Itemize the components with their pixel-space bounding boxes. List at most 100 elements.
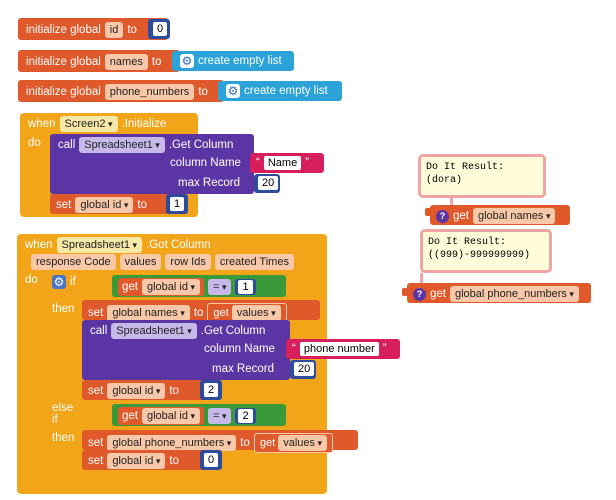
set-global-names-block[interactable]: set global names to get values bbox=[82, 300, 320, 323]
number-field[interactable]: 1 bbox=[170, 197, 185, 211]
variable-dropdown[interactable]: global names bbox=[107, 305, 190, 321]
component-dropdown[interactable]: Screen2 bbox=[59, 116, 118, 132]
to-keyword: to bbox=[193, 307, 204, 319]
call-keyword: call bbox=[90, 325, 108, 337]
set-global-id-block[interactable]: set global id to bbox=[82, 450, 222, 470]
number-block[interactable]: 1 bbox=[166, 194, 188, 214]
compare-block[interactable]: get global id = 1 bbox=[112, 275, 286, 297]
do-keyword: do bbox=[28, 137, 41, 149]
then-keyword: then bbox=[52, 432, 75, 444]
init-keyword: initialize global bbox=[26, 56, 101, 68]
result-title: Do It Result: bbox=[426, 162, 505, 173]
if-keyword: if bbox=[70, 276, 76, 288]
when-keyword: when bbox=[25, 239, 53, 251]
number-block[interactable]: 2 bbox=[200, 380, 222, 400]
variable-dropdown[interactable]: values bbox=[231, 305, 281, 321]
to-keyword: to bbox=[240, 437, 250, 449]
call-keyword: call bbox=[58, 139, 76, 151]
to-keyword: to bbox=[127, 24, 137, 36]
get-keyword: get bbox=[259, 437, 276, 449]
operator-dropdown[interactable]: = bbox=[208, 408, 232, 424]
result-value: ((999)-999999999) bbox=[428, 250, 531, 261]
get-keyword: get bbox=[430, 288, 446, 300]
init-global-id-block[interactable]: initialize global id to bbox=[18, 18, 168, 40]
global-name-field[interactable]: names bbox=[104, 54, 148, 70]
operator-dropdown[interactable]: = bbox=[208, 279, 232, 295]
number-field[interactable]: 1 bbox=[238, 280, 253, 294]
text-block[interactable]: “ Name ” bbox=[250, 153, 324, 173]
number-block[interactable]: 0 bbox=[200, 450, 222, 470]
global-name-field[interactable]: id bbox=[104, 22, 124, 38]
get-keyword: get bbox=[213, 307, 229, 319]
variable-dropdown[interactable]: global id bbox=[75, 197, 134, 213]
init-global-phone-numbers-block[interactable]: initialize global phone_numbers to bbox=[18, 80, 224, 102]
text-block[interactable]: “ phone number ” bbox=[286, 339, 400, 359]
get-global-phone-numbers-block[interactable]: ? get global phone_numbers bbox=[407, 283, 591, 303]
do-it-result-bubble: Do It Result: ((999)-999999999) bbox=[420, 229, 552, 273]
compare-block[interactable]: get global id = 2 bbox=[112, 404, 286, 426]
get-keyword: get bbox=[453, 210, 469, 222]
create-empty-list-block[interactable]: ⚙ create empty list bbox=[218, 81, 342, 101]
event-param[interactable]: response Code bbox=[31, 254, 116, 270]
get-keyword: get bbox=[122, 281, 138, 293]
variable-dropdown[interactable]: global id bbox=[107, 383, 166, 399]
else-if-keyword: else if bbox=[52, 402, 74, 426]
variable-dropdown[interactable]: global names bbox=[473, 208, 556, 224]
number-field[interactable]: 0 bbox=[153, 22, 168, 36]
set-global-id-block[interactable]: set global id to bbox=[82, 380, 222, 400]
number-field[interactable]: 0 bbox=[204, 453, 219, 467]
do-it-result-bubble: Do It Result: (dora) bbox=[418, 154, 546, 198]
number-field[interactable]: 2 bbox=[204, 383, 219, 397]
event-name: .Got Column bbox=[146, 239, 211, 251]
variable-dropdown[interactable]: global id bbox=[107, 453, 166, 469]
global-name-field[interactable]: phone_numbers bbox=[104, 84, 195, 100]
method-name: .Get Column bbox=[200, 325, 266, 337]
set-global-id-block[interactable]: set global id to bbox=[50, 194, 188, 214]
event-param[interactable]: row Ids bbox=[165, 254, 211, 270]
number-field[interactable]: 20 bbox=[258, 176, 279, 190]
create-empty-list-label: create empty list bbox=[198, 55, 282, 67]
to-keyword: to bbox=[169, 455, 179, 467]
gear-icon[interactable]: ⚙ bbox=[226, 84, 240, 98]
component-dropdown[interactable]: Spreadsheet1 bbox=[79, 137, 165, 153]
variable-dropdown[interactable]: global phone_numbers bbox=[450, 286, 579, 302]
number-field[interactable]: 2 bbox=[238, 409, 253, 423]
then-keyword: then bbox=[52, 303, 75, 315]
call-get-column-block[interactable]: call Spreadsheet1 .Get Column column Nam… bbox=[82, 320, 290, 380]
question-icon[interactable]: ? bbox=[413, 287, 426, 301]
variable-dropdown[interactable]: values bbox=[278, 435, 328, 451]
variable-dropdown[interactable]: global id bbox=[142, 279, 201, 295]
gear-icon[interactable]: ⚙ bbox=[180, 54, 194, 68]
to-keyword: to bbox=[198, 86, 208, 98]
set-keyword: set bbox=[88, 437, 104, 449]
variable-dropdown[interactable]: global id bbox=[142, 408, 201, 424]
event-param[interactable]: created Times bbox=[214, 254, 294, 270]
call-get-column-block[interactable]: call Spreadsheet1 .Get Column column Nam… bbox=[50, 134, 254, 194]
variable-dropdown[interactable]: global phone_numbers bbox=[107, 435, 237, 451]
number-field[interactable]: 20 bbox=[294, 362, 315, 376]
set-keyword: set bbox=[88, 455, 104, 467]
init-keyword: initialize global bbox=[26, 86, 101, 98]
text-field[interactable]: Name bbox=[263, 156, 302, 170]
number-block[interactable]: 20 bbox=[254, 174, 280, 193]
to-keyword: to bbox=[137, 199, 147, 211]
event-name: .Initialize bbox=[121, 118, 167, 130]
event-param[interactable]: values bbox=[119, 254, 162, 270]
number-block[interactable]: 20 bbox=[290, 360, 316, 379]
init-global-names-block[interactable]: initialize global names to bbox=[18, 50, 180, 72]
number-block[interactable]: 0 bbox=[148, 19, 170, 39]
text-field[interactable]: phone number bbox=[299, 342, 379, 356]
question-icon[interactable]: ? bbox=[436, 209, 449, 223]
result-title: Do It Result: bbox=[428, 237, 507, 248]
max-record-label: max Record bbox=[212, 363, 274, 375]
gear-icon[interactable]: ⚙ bbox=[52, 275, 66, 289]
to-keyword: to bbox=[151, 56, 162, 68]
component-dropdown[interactable]: Spreadsheet1 bbox=[111, 323, 197, 339]
column-name-label: column Name bbox=[170, 157, 241, 169]
create-empty-list-label: create empty list bbox=[244, 85, 328, 97]
component-dropdown[interactable]: Spreadsheet1 bbox=[56, 237, 143, 253]
get-global-names-block[interactable]: ? get global names bbox=[430, 205, 570, 225]
if-block[interactable]: ⚙ if then else if then bbox=[44, 272, 82, 478]
set-global-phone-numbers-block[interactable]: set global phone_numbers to get values bbox=[82, 430, 358, 453]
create-empty-list-block[interactable]: ⚙ create empty list bbox=[172, 51, 294, 71]
